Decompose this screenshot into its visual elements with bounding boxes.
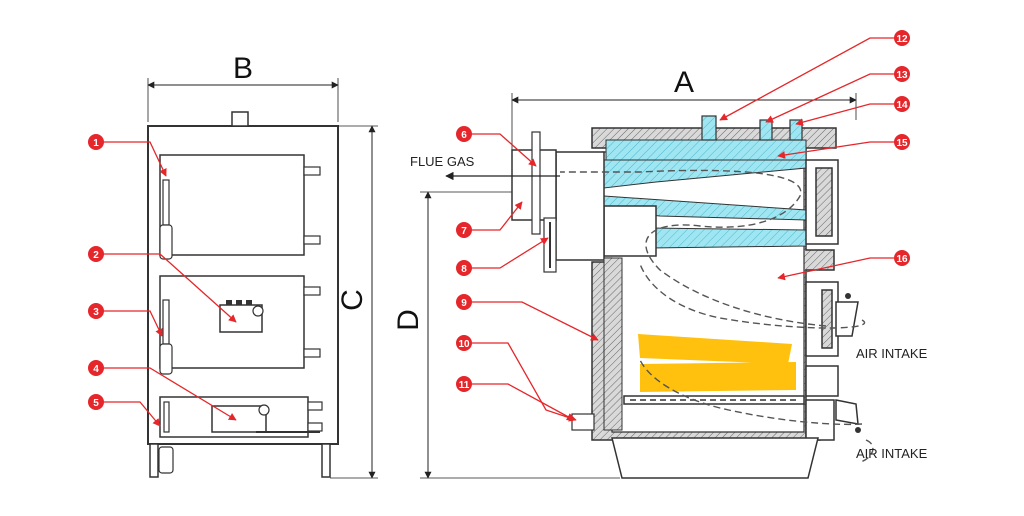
- air-regulators: [211, 300, 320, 433]
- callout-7: 7: [461, 226, 467, 237]
- dimension-d-label: D: [392, 309, 425, 331]
- top-outlet: [231, 111, 249, 127]
- callout-12: 12: [896, 34, 908, 45]
- grate: [623, 395, 805, 405]
- callout-13: 13: [896, 70, 908, 81]
- dimension-a-label: A: [674, 66, 694, 99]
- callout-6: 6: [461, 130, 467, 141]
- heat-exchanger-lower: [649, 227, 807, 249]
- callout-1: 1: [93, 138, 99, 149]
- water-jacket-top: [605, 139, 807, 161]
- ash-pan: [611, 437, 819, 479]
- flue-baffle: [603, 205, 657, 257]
- callouts: 1 2 3 4 5 6 7 8 9 10 11 12 13 14 15 16: [88, 30, 910, 427]
- flue-box: [555, 151, 605, 261]
- callout-11: 11: [459, 380, 470, 391]
- callout-16: 16: [896, 254, 908, 265]
- inner-wall: [603, 257, 623, 431]
- callout-4: 4: [93, 364, 99, 375]
- callout-9: 9: [461, 298, 467, 309]
- callout-2: 2: [93, 250, 99, 261]
- callout-15: 15: [896, 138, 908, 149]
- hinges: [303, 166, 323, 432]
- flue-gas-label: FLUE GAS: [410, 154, 475, 169]
- flue-pipe: [511, 131, 557, 273]
- callout-5: 5: [93, 398, 99, 409]
- callout-14: 14: [896, 100, 908, 111]
- drain-valve: [571, 413, 595, 431]
- gas-flow-paths: [560, 169, 874, 463]
- front-view: B: [147, 52, 378, 479]
- air-intake-upper-label: AIR INTAKE: [856, 346, 928, 361]
- fuel-logs: [638, 334, 796, 392]
- callout-8: 8: [461, 264, 467, 275]
- legs: [149, 443, 331, 478]
- section-view: A D: [392, 66, 928, 479]
- right-doors: [805, 159, 839, 441]
- callout-10: 10: [458, 339, 470, 350]
- upper-air-flap: [835, 301, 859, 337]
- lower-air-flap: [835, 399, 859, 425]
- dimension-c-label: C: [336, 289, 369, 311]
- upper-door: [159, 154, 305, 256]
- dimension-b-label: B: [233, 52, 253, 85]
- callout-3: 3: [93, 307, 99, 318]
- air-intake-lower-label: AIR INTAKE: [856, 446, 928, 461]
